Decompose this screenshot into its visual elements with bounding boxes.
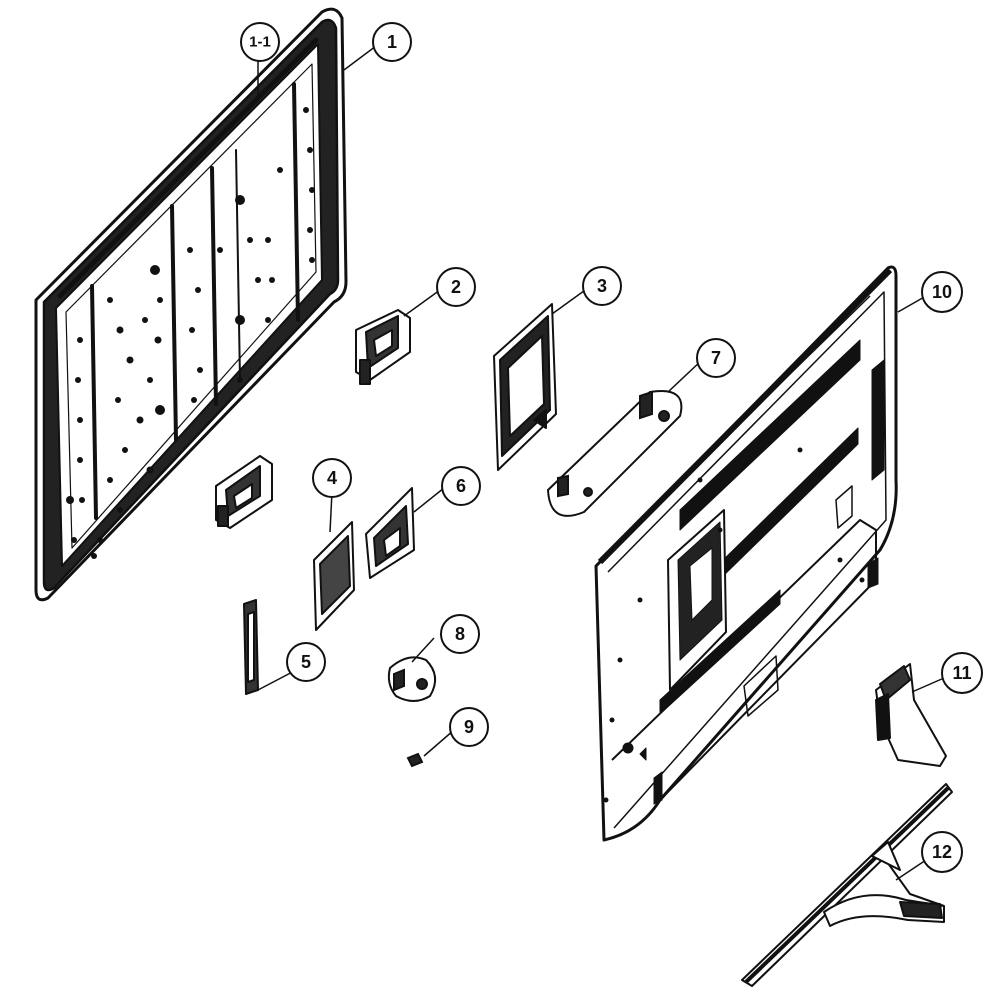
callout-6: 6 <box>441 466 481 506</box>
callout-3: 3 <box>582 266 622 306</box>
callout-1-1: 1-1 <box>240 22 280 62</box>
svg-text:8: 8 <box>455 624 465 644</box>
callout-2: 2 <box>436 267 476 307</box>
part-2-bracket <box>355 309 411 385</box>
callout-5: 5 <box>286 642 326 682</box>
callout-7: 7 <box>696 338 736 378</box>
part-2-bracket-secondary <box>215 455 273 529</box>
callout-11: 11 <box>941 652 983 694</box>
part-1-panel-frame <box>34 7 348 602</box>
svg-text:6: 6 <box>456 476 466 496</box>
svg-text:2: 2 <box>451 277 461 297</box>
callout-12: 12 <box>921 831 963 873</box>
part-8-cover <box>387 656 437 702</box>
callout-1: 1 <box>372 22 412 62</box>
svg-text:11: 11 <box>952 663 971 683</box>
part-12-stand-base <box>741 783 953 987</box>
callout-8: 8 <box>440 614 480 654</box>
svg-text:5: 5 <box>301 652 311 672</box>
callout-10: 10 <box>921 271 963 313</box>
svg-text:3: 3 <box>597 276 607 296</box>
part-4-board <box>313 521 355 631</box>
part-6-bracket <box>365 487 415 579</box>
part-10-back-cover <box>594 265 898 842</box>
callout-9: 9 <box>449 707 489 747</box>
svg-text:12: 12 <box>932 842 952 862</box>
svg-text:1: 1 <box>387 32 397 52</box>
svg-text:1-1: 1-1 <box>249 34 271 51</box>
part-5-strip <box>243 599 259 695</box>
callout-4: 4 <box>312 458 352 498</box>
svg-text:9: 9 <box>464 717 474 737</box>
part-7-cover <box>546 390 683 517</box>
svg-text:7: 7 <box>711 348 721 368</box>
part-9-knob <box>406 752 424 768</box>
svg-text:10: 10 <box>932 282 952 302</box>
part-3-board <box>493 303 557 471</box>
svg-text:4: 4 <box>327 468 337 488</box>
part-11-stand-neck <box>875 663 947 767</box>
